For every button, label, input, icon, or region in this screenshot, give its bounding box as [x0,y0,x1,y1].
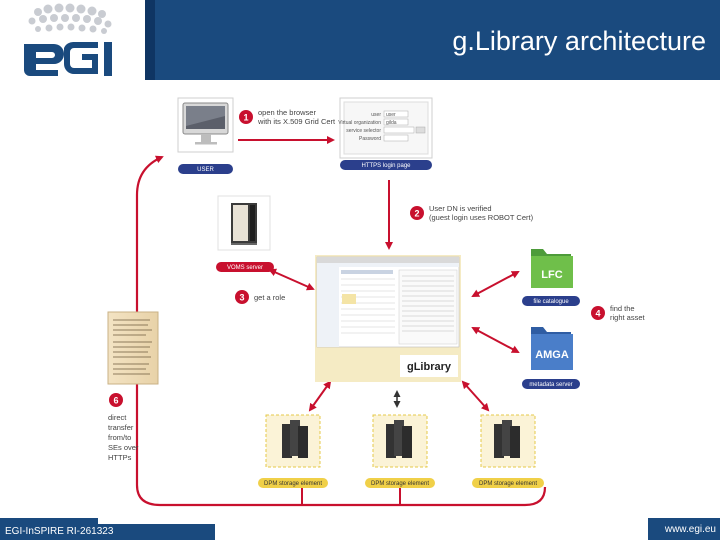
lfc-icon-label: LFC [541,269,562,281]
lfc-caption: file catalogue [533,299,569,305]
folder-icon [531,327,573,370]
footer-project-id: EGI-InSPIRE RI-261323 [5,526,114,537]
login-org-label: Virtual organization [338,120,381,126]
step-4-line2: right asset [610,313,646,322]
step-6-line5: HTTPs [108,453,132,462]
document-node [107,311,159,385]
login-org-value: gilda [386,120,397,126]
amga-icon-label: AMGA [535,349,569,361]
dpm-caption-2: DPM storage element [371,481,429,487]
server-rack-icon [282,420,308,458]
step-4: 4 find the right asset [591,304,646,322]
egi-logo: egi [24,3,112,76]
login-caption: HTTPS login page [361,163,411,169]
step-6-line1: direct [108,413,127,422]
step-1-line2: with its X.509 Grid Cert [257,117,336,126]
dpm-caption-3: DPM storage element [479,481,537,487]
footer-tab-left [0,518,98,540]
step-3-line1: get a role [254,293,285,302]
step-4-line1: find the [610,304,635,313]
login-user-label: user [371,112,381,118]
footer-bar-right [648,518,720,540]
arrow-glibrary-amga [471,327,520,353]
dpm-caption-1: DPM storage element [264,481,322,487]
login-password-label: Password [359,136,381,142]
arrow-glibrary-lfc [471,271,520,297]
glibrary-logo: gLibrary [407,361,452,373]
step-2: 2 User DN is verified (guest login uses … [410,204,534,222]
step-2-number: 2 [414,209,419,219]
header: egi g.Library architecture [0,0,720,80]
amga-caption: metadata server [529,382,572,388]
header-bar [145,0,720,80]
voms-caption: VOMS server [227,265,263,271]
step-6-line3: from/to [108,433,131,442]
arrow-voms-glibrary [268,268,315,291]
voms-node: VOMS server [216,195,274,272]
step-2-line2: (guest login uses ROBOT Cert) [429,213,534,222]
step-6-line2: transfer [108,423,134,432]
step-6: 6 direct transfer from/to SEs over HTTPs [108,393,139,462]
header-divider [145,0,155,80]
step-1: 1 open the browser with its X.509 Grid C… [239,108,336,126]
step-1-line1: open the browser [258,108,316,117]
login-user-value: user [386,112,396,118]
dpm-node-1: DPM storage element [258,414,328,488]
lfc-node: LFC file catalogue [522,249,580,306]
step-6-line4: SEs over [108,443,139,452]
footer-website[interactable]: www.egi.eu [664,524,716,535]
login-service-label: service selector [346,128,381,134]
login-node: user user Virtual organization gilda ser… [338,97,433,170]
step-4-number: 4 [595,309,600,319]
step-3-number: 3 [239,293,244,303]
transfer-loop-arrow [135,155,547,507]
step-3: 3 get a role [235,290,285,304]
glibrary-node: gLibrary [315,255,461,382]
page-title: g.Library architecture [452,26,706,56]
step-1-number: 1 [243,113,248,123]
server-rack-icon [494,420,520,458]
arrow-glibrary-dpm-left [308,380,332,412]
server-tower-icon [231,203,257,245]
step-6-number: 6 [113,396,118,406]
user-caption: USER [197,167,214,173]
amga-node: AMGA metadata server [522,327,580,389]
user-node: USER [177,97,234,174]
folder-icon [531,249,573,288]
dpm-node-2: DPM storage element [365,414,435,488]
step-2-line1: User DN is verified [429,204,492,213]
arrow-glibrary-dpm-right [461,380,490,412]
dpm-node-3: DPM storage element [472,414,544,488]
server-rack-icon [386,420,412,458]
